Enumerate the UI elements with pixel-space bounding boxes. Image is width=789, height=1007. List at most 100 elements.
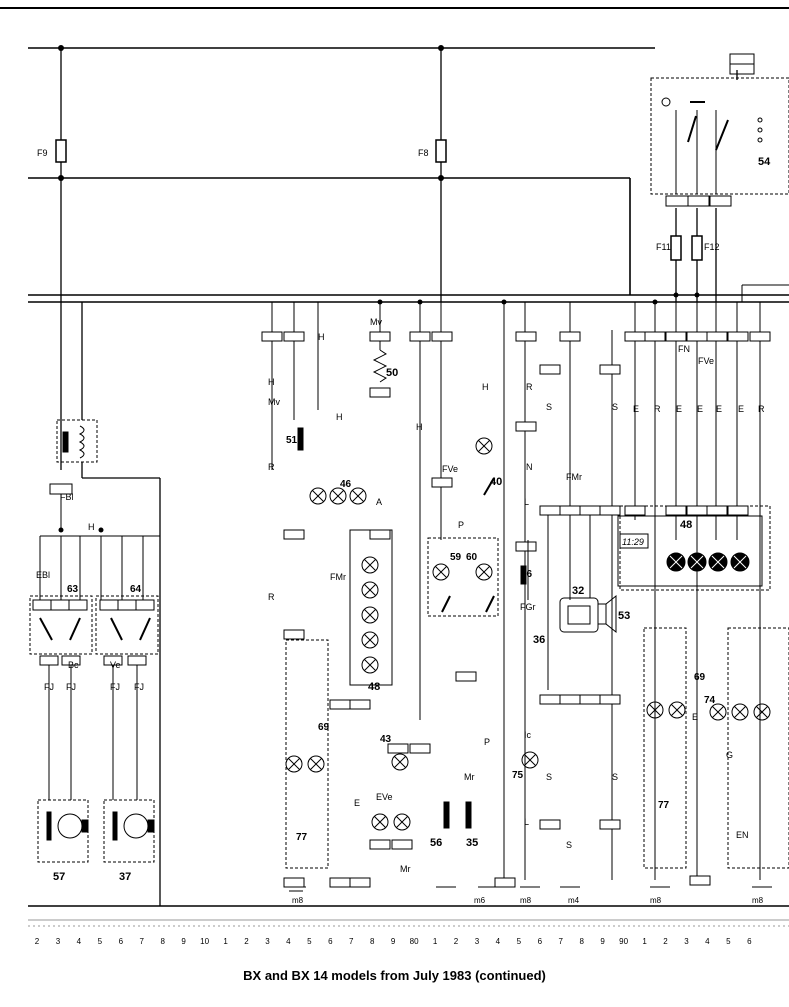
fuse-label: F11: [656, 242, 671, 252]
svg-text:L: L: [524, 817, 529, 827]
component-number: 74: [704, 695, 716, 706]
wire-labels: H H H H H H R R R R R N E E E E E E E FJ…: [36, 317, 765, 874]
ground-label: m8: [520, 896, 532, 905]
grid-scale-number: 1: [223, 937, 228, 946]
grid-scale-number: 5: [517, 937, 522, 946]
svg-text:FVe: FVe: [442, 464, 458, 474]
svg-text:Ve: Ve: [110, 660, 121, 670]
svg-text:P: P: [484, 737, 490, 747]
grid-scale-number: 1: [642, 937, 647, 946]
grid-scale-number: 2: [35, 937, 40, 946]
svg-text:P: P: [458, 520, 464, 530]
svg-text:Ic: Ic: [524, 730, 532, 740]
grid-scale-number: 4: [77, 937, 82, 946]
grid-scale: [28, 919, 789, 927]
svg-text:E: E: [716, 404, 722, 414]
svg-text:S: S: [546, 772, 552, 782]
component-number: 48: [368, 681, 380, 693]
component-number: 36: [533, 634, 545, 646]
component-number: 50: [386, 367, 398, 379]
component-57-37-motors: [37, 799, 155, 863]
feed-lines: [60, 48, 738, 906]
grid-scale-number: 3: [684, 937, 689, 946]
grid-scale-number: 80: [410, 937, 419, 946]
svg-text:Bc: Bc: [68, 660, 79, 670]
svg-text:FVe: FVe: [698, 356, 714, 366]
component-number: 54: [758, 156, 771, 168]
grid-scale-number: 2: [454, 937, 459, 946]
component-54-switch: [650, 53, 789, 207]
clock-display: 11:29: [622, 537, 644, 547]
ground-label: m8: [292, 896, 304, 905]
grid-scale-number: 7: [140, 937, 145, 946]
component-number: 69: [694, 672, 706, 683]
component-number: 64: [130, 584, 142, 595]
ground-label: m6: [474, 896, 486, 905]
svg-text:FJ: FJ: [66, 682, 76, 692]
grid-scale-number: 9: [181, 937, 186, 946]
svg-text:Mv: Mv: [268, 397, 280, 407]
grid-scale-number: 7: [349, 937, 354, 946]
svg-text:FGr: FGr: [520, 602, 536, 612]
component-number: 63: [67, 584, 79, 595]
svg-text:A: A: [376, 497, 382, 507]
svg-text:E: E: [738, 404, 744, 414]
svg-text:H: H: [482, 382, 489, 392]
svg-text:H: H: [416, 422, 423, 432]
svg-text:FMr: FMr: [566, 472, 582, 482]
component-number: 48: [680, 519, 692, 531]
grid-scale-number: 10: [200, 937, 209, 946]
svg-text:H: H: [268, 377, 275, 387]
svg-text:S: S: [546, 402, 552, 412]
component-number: 56: [430, 837, 442, 849]
ground-symbols: [286, 886, 772, 892]
component-number: 40: [490, 476, 502, 488]
component-number: 59: [450, 552, 462, 563]
component-number: 32: [572, 585, 584, 597]
svg-text:Mr: Mr: [400, 864, 411, 874]
svg-text:S: S: [612, 772, 618, 782]
grid-scale-number: 8: [160, 937, 165, 946]
svg-text:E: E: [697, 404, 703, 414]
svg-text:S: S: [612, 402, 618, 412]
grid-scale-number: 2: [244, 937, 249, 946]
svg-text:R: R: [268, 592, 275, 602]
component-number: 37: [119, 871, 131, 883]
svg-text:H: H: [88, 522, 95, 532]
svg-text:EVe: EVe: [376, 792, 393, 802]
svg-text:E: E: [633, 404, 639, 414]
svg-text:FJ: FJ: [44, 682, 54, 692]
fuse-label: F8: [418, 148, 429, 158]
svg-text:EN: EN: [736, 830, 749, 840]
svg-text:S: S: [566, 840, 572, 850]
svg-text:FN: FN: [678, 344, 690, 354]
svg-text:FJ: FJ: [134, 682, 144, 692]
central-wiring: [271, 284, 789, 880]
component-number: 77: [658, 800, 670, 811]
grid-scale-number: 3: [475, 937, 480, 946]
grid-scale-number: 6: [328, 937, 333, 946]
svg-text:EBl: EBl: [36, 570, 50, 580]
svg-text:R: R: [526, 382, 533, 392]
component-63-64-relays: [29, 419, 160, 800]
svg-text:FJ: FJ: [110, 682, 120, 692]
component-32-53-radio: [520, 515, 617, 690]
grid-scale-number: 9: [391, 937, 396, 946]
grid-scale-number: 1: [433, 937, 438, 946]
svg-text:H: H: [318, 332, 325, 342]
grid-scale-number: 4: [496, 937, 501, 946]
grid-scale-number: 6: [538, 937, 543, 946]
svg-text:R: R: [268, 462, 275, 472]
grid-scale-number: 4: [705, 937, 710, 946]
grid-scale-number: 90: [619, 937, 628, 946]
ground-label: m8: [650, 896, 662, 905]
svg-text:E: E: [692, 712, 698, 722]
grid-scale-number: 3: [56, 937, 61, 946]
grid-scale-number: 3: [265, 937, 270, 946]
grid-scale-number: 8: [579, 937, 584, 946]
component-number: 76: [521, 569, 533, 580]
grid-scale-number: 5: [726, 937, 731, 946]
component-number: 69: [318, 722, 330, 733]
